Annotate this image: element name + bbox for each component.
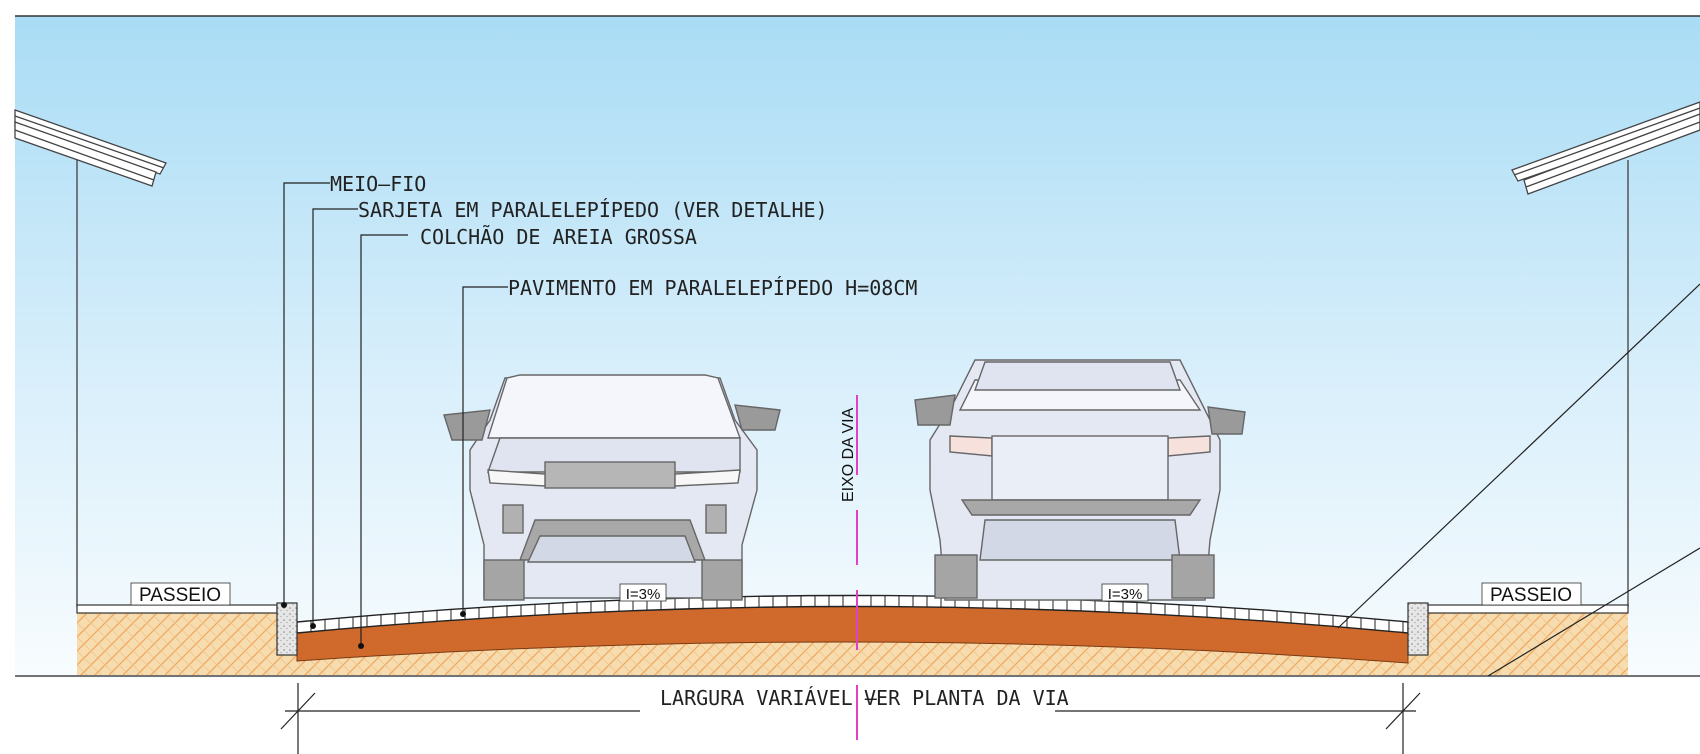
passeio-left-label: PASSEIO — [139, 585, 221, 606]
leader-dots — [281, 602, 466, 649]
car-front-view — [443, 374, 781, 601]
right-sidewalk — [1427, 604, 1629, 675]
right-roof — [1511, 101, 1700, 195]
slope-right-label: I=3% — [1108, 586, 1143, 603]
width-label-right: VER PLANTA DA VIA — [864, 686, 1069, 710]
colchao-label: COLCHÃO DE AREIA GROSSA — [420, 225, 697, 249]
passeio-right-label: PASSEIO — [1490, 585, 1572, 606]
passeio-left-box — [130, 582, 231, 606]
left-sidewalk — [76, 604, 278, 675]
leader-lines — [283, 182, 1700, 677]
left-roof — [14, 109, 167, 187]
slope-left-box — [619, 583, 667, 602]
width-label-left: LARGURA VARIÁVEL – — [660, 686, 878, 710]
sarjeta-label: SARJETA EM PARALELEPÍPEDO (VER DETALHE) — [358, 198, 828, 222]
left-curb — [276, 602, 298, 656]
sky-background — [15, 16, 1700, 678]
meio-fio-label: MEIO–FIO — [330, 172, 426, 196]
width-dimension-line — [280, 683, 1421, 754]
car-rear-view — [914, 359, 1246, 601]
pavimento-label: PAVIMENTO EM PARALELEPÍPEDO H=08CM — [508, 276, 917, 300]
slope-right-box — [1101, 583, 1149, 602]
passeio-right-box — [1481, 582, 1582, 606]
cobblestone-blocks — [310, 595, 1404, 633]
road-axis-label: EIXO DA VIA — [840, 407, 857, 502]
right-curb — [1407, 602, 1429, 656]
slope-left-label: I=3% — [626, 586, 661, 603]
